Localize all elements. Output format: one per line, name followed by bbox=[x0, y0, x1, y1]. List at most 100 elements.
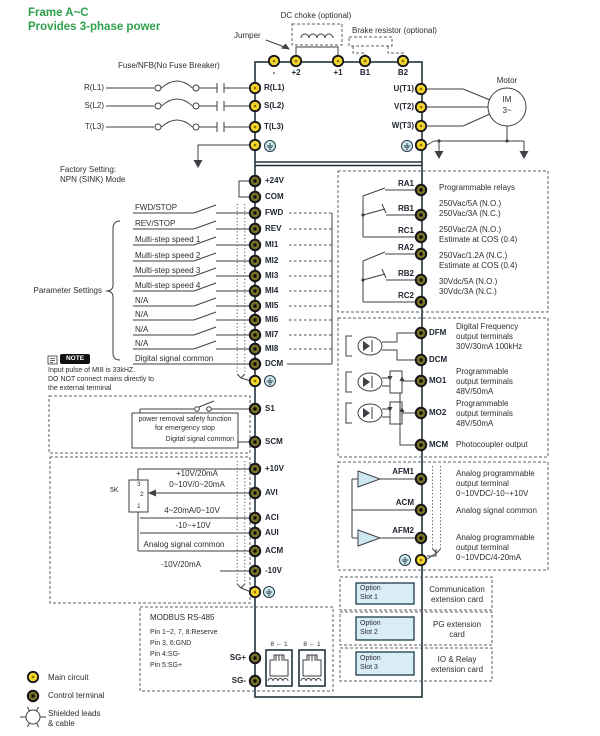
bus-terminal-label: B1 bbox=[359, 68, 371, 77]
avi-range-label-2: 0~10V/0~20mA bbox=[169, 480, 225, 489]
ground-icon bbox=[263, 586, 275, 598]
relay-desc-3: 250Vac/1.2A (N.C.) Estimate at COS (0.4) bbox=[439, 251, 518, 270]
relay-desc-title: Programmable relays bbox=[439, 183, 516, 192]
terminal-label-w: W(T3) bbox=[391, 121, 414, 130]
parameter-settings-brace bbox=[105, 220, 121, 361]
pot-pin-1: 1 bbox=[137, 503, 141, 510]
brake-resistor-label: Brake resistor (optional) bbox=[352, 26, 437, 35]
shielded-cable-icon bbox=[20, 706, 46, 728]
relay-desc-4: 30Vdc/5A (N.O.) 30Vdc/3A (N.C.) bbox=[439, 277, 498, 296]
ground-icon bbox=[399, 554, 411, 566]
avi-range-label-1: +10V/20mA bbox=[175, 469, 219, 478]
modbus-pin-4: Pin 5:SG+ bbox=[150, 662, 183, 669]
terminal-label-rc1: RC1 bbox=[397, 226, 414, 235]
ground-icon bbox=[264, 140, 276, 152]
terminal-label-acm2: ACM bbox=[395, 498, 414, 507]
mo2-desc: Programmable output terminals 48V/50mA bbox=[456, 399, 513, 428]
terminal-label-acm: ACM bbox=[265, 546, 284, 555]
switch-label: Multi-step speed 1 bbox=[135, 235, 201, 244]
relay-contacts bbox=[361, 187, 418, 303]
terminal-label-mi4: MI4 bbox=[265, 286, 279, 295]
rj45-jacks bbox=[265, 649, 326, 687]
switch-label: N/A bbox=[135, 339, 149, 348]
terminal-label-24v: +24V bbox=[265, 176, 284, 185]
terminal-label-rc2: RC2 bbox=[397, 291, 414, 300]
switch-label: Multi-step speed 4 bbox=[135, 281, 201, 290]
terminal-label-mi7: MI7 bbox=[265, 330, 279, 339]
rj45-pin-order-label: 8 ← 1 bbox=[303, 641, 321, 648]
terminal-label-afm1: AFM1 bbox=[392, 467, 414, 476]
dfm-desc: Digital Frequency output terminals 30V/3… bbox=[456, 322, 523, 351]
terminal-label-afm2: AFM2 bbox=[392, 526, 414, 535]
option-slot-2-desc: PG extension card bbox=[432, 620, 482, 639]
terminal-label-mcm: MCM bbox=[429, 440, 449, 449]
bus-terminal-label: B2 bbox=[397, 68, 409, 77]
terminal-label-mi5: MI5 bbox=[265, 301, 279, 310]
mcm-desc: Photocoupler output bbox=[456, 440, 528, 449]
relay-desc-1: 250Vac/5A (N.O.) 250Vac/3A (N.C.) bbox=[439, 199, 502, 218]
terminal-label-ra2: RA2 bbox=[397, 243, 414, 252]
option-slot-3-label: Option Slot 3 bbox=[360, 655, 381, 671]
pot-pin-2: 2 bbox=[140, 491, 144, 498]
afm2-desc: Analog programmable output terminal 0~10… bbox=[456, 533, 535, 562]
modbus-pin-2: Pin 3, 6:GND bbox=[150, 640, 192, 647]
phase-label-t: T(L3) bbox=[84, 122, 104, 131]
switch-label: REV/STOP bbox=[135, 219, 176, 228]
switch-label: Digital signal common bbox=[135, 354, 214, 363]
safety-function-label: power removal safety function for emerge… bbox=[138, 416, 232, 432]
terminal-label-avi: AVI bbox=[265, 488, 278, 497]
bus-terminal-label: - bbox=[272, 68, 276, 77]
terminal-label-t: T(L3) bbox=[264, 122, 284, 131]
relay-desc-2: 250Vac/2A (N.O.) Estimate at COS (0.4) bbox=[439, 225, 518, 244]
note-icon bbox=[47, 355, 58, 365]
option-slot-1-label: Option Slot 1 bbox=[360, 585, 381, 601]
terminal-label-scm: SCM bbox=[265, 437, 283, 446]
jumper-label: Jumper bbox=[234, 31, 261, 40]
terminal-label-10v: +10V bbox=[265, 464, 284, 473]
dc-choke-symbol bbox=[291, 23, 343, 56]
motor-symbol bbox=[426, 87, 529, 159]
terminal-label-ra1: RA1 bbox=[397, 179, 414, 188]
factory-setting-label: Factory Setting: NPN (SINK) Mode bbox=[60, 165, 126, 184]
photocoupler-symbols bbox=[345, 332, 416, 446]
note-text: Input pulse of MI8 is 33kHZ. DO NOT conn… bbox=[48, 367, 155, 392]
switch-label: Multi-step speed 3 bbox=[135, 266, 201, 275]
terminal-label-u: U(T1) bbox=[393, 84, 414, 93]
frame-title-line1: Frame A~C bbox=[28, 7, 89, 19]
brake-resistor-symbol bbox=[348, 36, 404, 56]
dc-choke-label: DC choke (optional) bbox=[280, 11, 352, 20]
safety-common-label: Digital signal common bbox=[165, 436, 234, 443]
analog-output-symbols bbox=[351, 466, 441, 560]
digital-input-wires bbox=[105, 180, 333, 382]
legend-icons bbox=[20, 670, 46, 728]
legend-main-circuit: Main circuit bbox=[48, 673, 89, 682]
option-slot-3-desc: IO & Relay extension card bbox=[430, 655, 484, 674]
bus-terminal-label: +2 bbox=[291, 68, 301, 77]
ground-icon bbox=[264, 375, 276, 387]
pot-pin-3: 3 bbox=[137, 481, 141, 488]
phase-label-r: R(L1) bbox=[83, 83, 104, 92]
acm-desc: Analog signal common bbox=[456, 506, 537, 515]
switch-label: Multi-step speed 2 bbox=[135, 251, 201, 260]
terminal-label-rb2: RB2 bbox=[397, 269, 414, 278]
terminal-label-dcm2: DCM bbox=[429, 355, 448, 364]
terminal-label-r: R(L1) bbox=[264, 83, 285, 92]
neg10v-range-label: -10V/20mA bbox=[160, 560, 202, 569]
fuse-label: Fuse/NFB(No Fuse Breaker) bbox=[118, 61, 220, 70]
terminal-label-mo1: MO1 bbox=[429, 376, 447, 385]
terminal-label-com: COM bbox=[265, 192, 284, 201]
analog-input-wires bbox=[128, 461, 252, 593]
option-slot-2-label: Option Slot 2 bbox=[360, 620, 381, 636]
modbus-title: MODBUS RS-485 bbox=[150, 613, 215, 622]
note-badge: NOTE bbox=[60, 354, 90, 365]
option-slot-1-desc: Communication extension card bbox=[429, 585, 485, 604]
terminal-label-mi6: MI6 bbox=[265, 315, 279, 324]
terminal-label-mi2: MI2 bbox=[265, 256, 279, 265]
terminal-label-rev: REV bbox=[265, 224, 282, 233]
modbus-pin-3: Pin 4:SG- bbox=[150, 651, 181, 658]
section-boxes bbox=[48, 170, 549, 692]
input-ground bbox=[193, 144, 249, 168]
terminal-label-mo2: MO2 bbox=[429, 408, 447, 417]
terminal-label-aci: ACI bbox=[265, 513, 279, 522]
bus-terminal-label: +1 bbox=[333, 68, 343, 77]
